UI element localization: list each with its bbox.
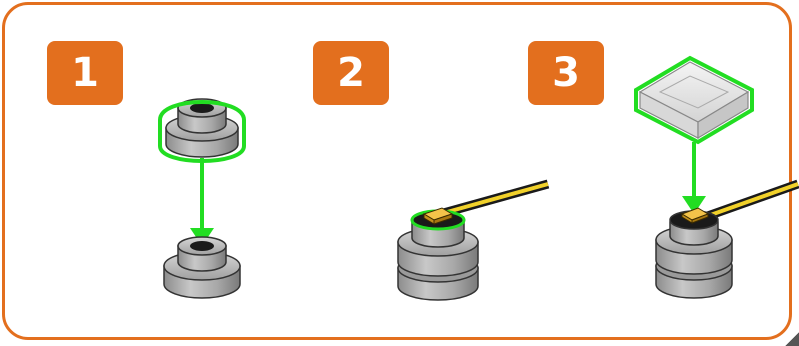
page-corner-shadow: [785, 332, 799, 346]
step-2-badge: 2: [313, 41, 389, 105]
step-1-number: 1: [71, 50, 99, 96]
step-3-wire: [700, 179, 799, 223]
step-3-illustration: [634, 55, 799, 299]
step-1-illustration: [158, 98, 246, 299]
step-3-stacked-plates: [655, 210, 733, 299]
step-2-wire: [438, 179, 550, 219]
step-2-number: 2: [337, 50, 365, 96]
step-3-number: 3: [552, 50, 580, 96]
step-3-arrow: [682, 142, 706, 214]
step-3-led-chip: [680, 207, 710, 224]
step-1-arrow: [190, 158, 214, 246]
step-1-badge: 1: [47, 41, 123, 105]
step-2-stacked-plates: [397, 209, 479, 301]
step-3-badge: 3: [528, 41, 604, 105]
step-1-bottom-plate: [163, 236, 241, 299]
step-2-led-chip: [422, 207, 454, 225]
step-3-diffuser-cap: [634, 55, 754, 145]
step-1-top-plate: [158, 98, 246, 163]
step-2-illustration: [397, 179, 550, 301]
